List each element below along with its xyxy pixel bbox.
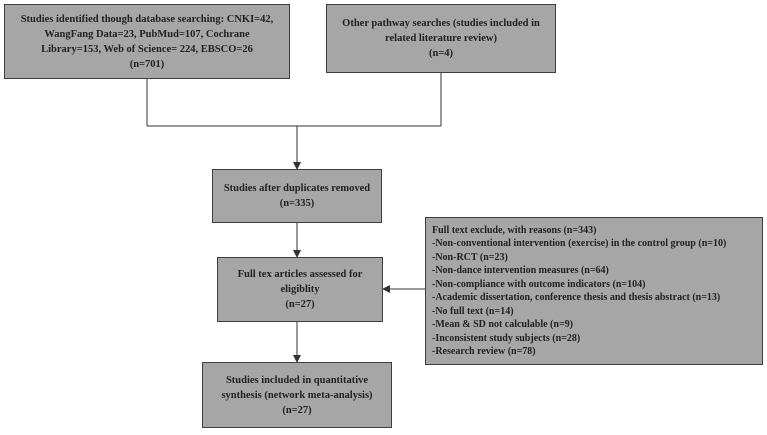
- box-text-line: Studies included in quantitative: [225, 374, 369, 386]
- box-text-line: Full tex articles assessed for: [237, 269, 363, 280]
- box-text-line: eligiblity: [280, 284, 320, 295]
- box-text-line: Studies after duplicates removed: [223, 183, 371, 194]
- exclude-reason: -Non-dance intervention measures (n=64): [432, 265, 609, 276]
- box-text-line: (n=27): [285, 299, 315, 310]
- exclude-reason: -Inconsistent study subjects (n=28): [432, 332, 581, 344]
- included-studies-box: Studies included in quantitative synthes…: [202, 362, 392, 428]
- full-text-exclude-box: Full text exclude, with reasons (n=343) …: [425, 217, 763, 365]
- database-search-box: Studies identified though database searc…: [4, 4, 290, 79]
- exclude-reason: -Non-compliance with outcome indicators …: [432, 278, 646, 290]
- after-duplicates-box: Studies after duplicates removed (n=335): [212, 169, 382, 223]
- exclude-reason: -Academic dissertation, conference thesi…: [432, 292, 721, 303]
- box-text-line: (n=701): [129, 58, 165, 70]
- other-pathway-box: Other pathway searches (studies included…: [326, 4, 556, 73]
- box-text-line: (n=335): [279, 198, 315, 209]
- exclude-reason: -Mean & SD not calculable (n=9): [432, 319, 573, 330]
- full-text-assessed-box: Full tex articles assessed for eligiblit…: [217, 257, 383, 322]
- exclude-reason: -No full text (n=14): [432, 305, 514, 317]
- box-text-line: Studies identified though database searc…: [20, 13, 274, 25]
- box-text-line: WangFang Data=23, PubMud=107, Cochrane: [44, 28, 250, 40]
- box-text-line: (n=27): [282, 404, 312, 416]
- exclude-reason: -Non-RCT (n=23): [432, 251, 508, 263]
- box-text-line: Library=153, Web of Science= 224, EBSCO=…: [41, 43, 253, 55]
- box-text-line: Other pathway searches (studies included…: [342, 18, 540, 29]
- exclude-reason: -Research review (n=78): [432, 346, 536, 357]
- exclude-heading: Full text exclude, with reasons (n=343): [432, 224, 597, 236]
- box-text-line: synthesis (network meta-analysis): [221, 389, 373, 401]
- box-text-line: (n=4): [428, 48, 454, 59]
- exclude-reason: -Non-conventional intervention (exercise…: [432, 238, 727, 249]
- box-text-line: related literature review): [385, 33, 497, 44]
